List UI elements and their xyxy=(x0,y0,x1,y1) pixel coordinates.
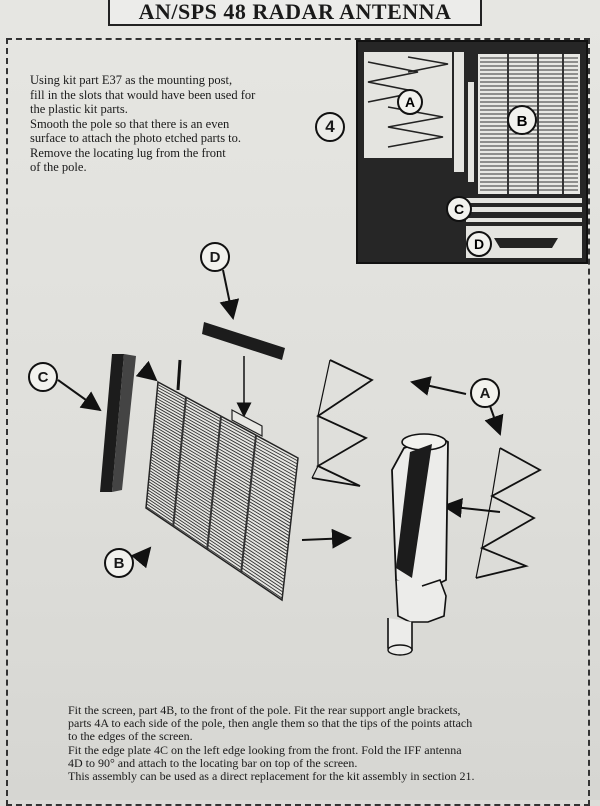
fret-callout-a xyxy=(397,89,423,115)
instruction-line: This assembly can be used as a direct re… xyxy=(68,769,475,784)
part-c-edge-plate-side xyxy=(112,354,136,492)
callout-c: C xyxy=(28,362,58,392)
part-c-edge-plate xyxy=(100,354,124,492)
arrow-b xyxy=(130,546,152,569)
mounting-pole xyxy=(387,433,449,656)
intro-line: Using kit part E37 as the mounting post, xyxy=(30,73,233,87)
fret-bar xyxy=(468,82,474,182)
instruction-line: Fit the screen, part 4B, to the front of… xyxy=(68,703,461,717)
intro-line: of the pole. xyxy=(30,160,87,174)
callout-b: B xyxy=(104,548,134,578)
title-bar: AN/SPS 48 RADAR ANTENNA xyxy=(108,0,482,26)
fret-callout-d xyxy=(466,231,492,257)
intro-line: Smooth the pole so that there is an even xyxy=(30,116,230,131)
intro-line: the plastic kit parts. xyxy=(30,102,128,116)
fret-strip xyxy=(466,198,582,203)
instruction-line: 4D to 90° and attach to the locating bar… xyxy=(68,755,358,770)
arrow-screen-to-pole xyxy=(301,528,352,549)
arrow-c xyxy=(57,379,102,412)
fret-callout-c xyxy=(446,196,472,222)
fret-strip xyxy=(466,207,582,212)
assembly-instructions: Fit the screen, part 4B, to the front of… xyxy=(68,703,568,784)
arrow-a-right xyxy=(484,405,504,436)
part-a-bracket-left-spine xyxy=(311,359,331,479)
instruction-line: to the edges of the screen. xyxy=(68,729,193,744)
fret-screen-grid xyxy=(480,54,578,194)
intro-line: fill in the slots that would have been u… xyxy=(30,87,256,102)
arrow-a-to-pole xyxy=(442,497,501,518)
callout-d: D xyxy=(200,242,230,272)
part-a-bracket-right xyxy=(475,447,542,579)
part-a-bracket-right-spine xyxy=(475,447,501,579)
part-a-bracket-left xyxy=(311,359,374,487)
fret-label-c: C xyxy=(454,201,464,217)
intro-line: surface to attach the photo etched parts… xyxy=(30,131,242,145)
screen-locating-bar xyxy=(176,359,182,391)
screen-grid xyxy=(145,384,298,599)
fret-callout-b xyxy=(507,105,537,135)
callout-a: A xyxy=(470,378,500,408)
photo-etch-fret: A B C D xyxy=(356,40,588,264)
fret-label-d: D xyxy=(474,236,484,252)
step-number-badge: 4 xyxy=(315,112,345,142)
arrow-d xyxy=(219,269,240,320)
fret-part-d xyxy=(494,238,558,248)
fret-label-a: A xyxy=(405,94,415,110)
fret-strip xyxy=(466,218,582,222)
intro-text: Using kit part E37 as the mounting post,… xyxy=(30,73,320,175)
page-title: AN/SPS 48 RADAR ANTENNA xyxy=(138,0,452,24)
fret-bar xyxy=(454,52,464,172)
part-d-iff-antenna xyxy=(202,322,285,360)
arrow-c-screen xyxy=(135,360,158,382)
screen-tab xyxy=(231,409,263,437)
arrow-a-left xyxy=(410,376,467,396)
fret-illustration: A B C D xyxy=(358,42,586,262)
instruction-line: parts 4A to each side of the pole, then … xyxy=(68,716,473,731)
assembly-diagram xyxy=(57,269,542,656)
intro-line: Remove the locating lug from the front xyxy=(30,145,226,160)
fret-label-b: B xyxy=(517,113,528,130)
instruction-line: Fit the edge plate 4C on the left edge l… xyxy=(68,742,462,757)
